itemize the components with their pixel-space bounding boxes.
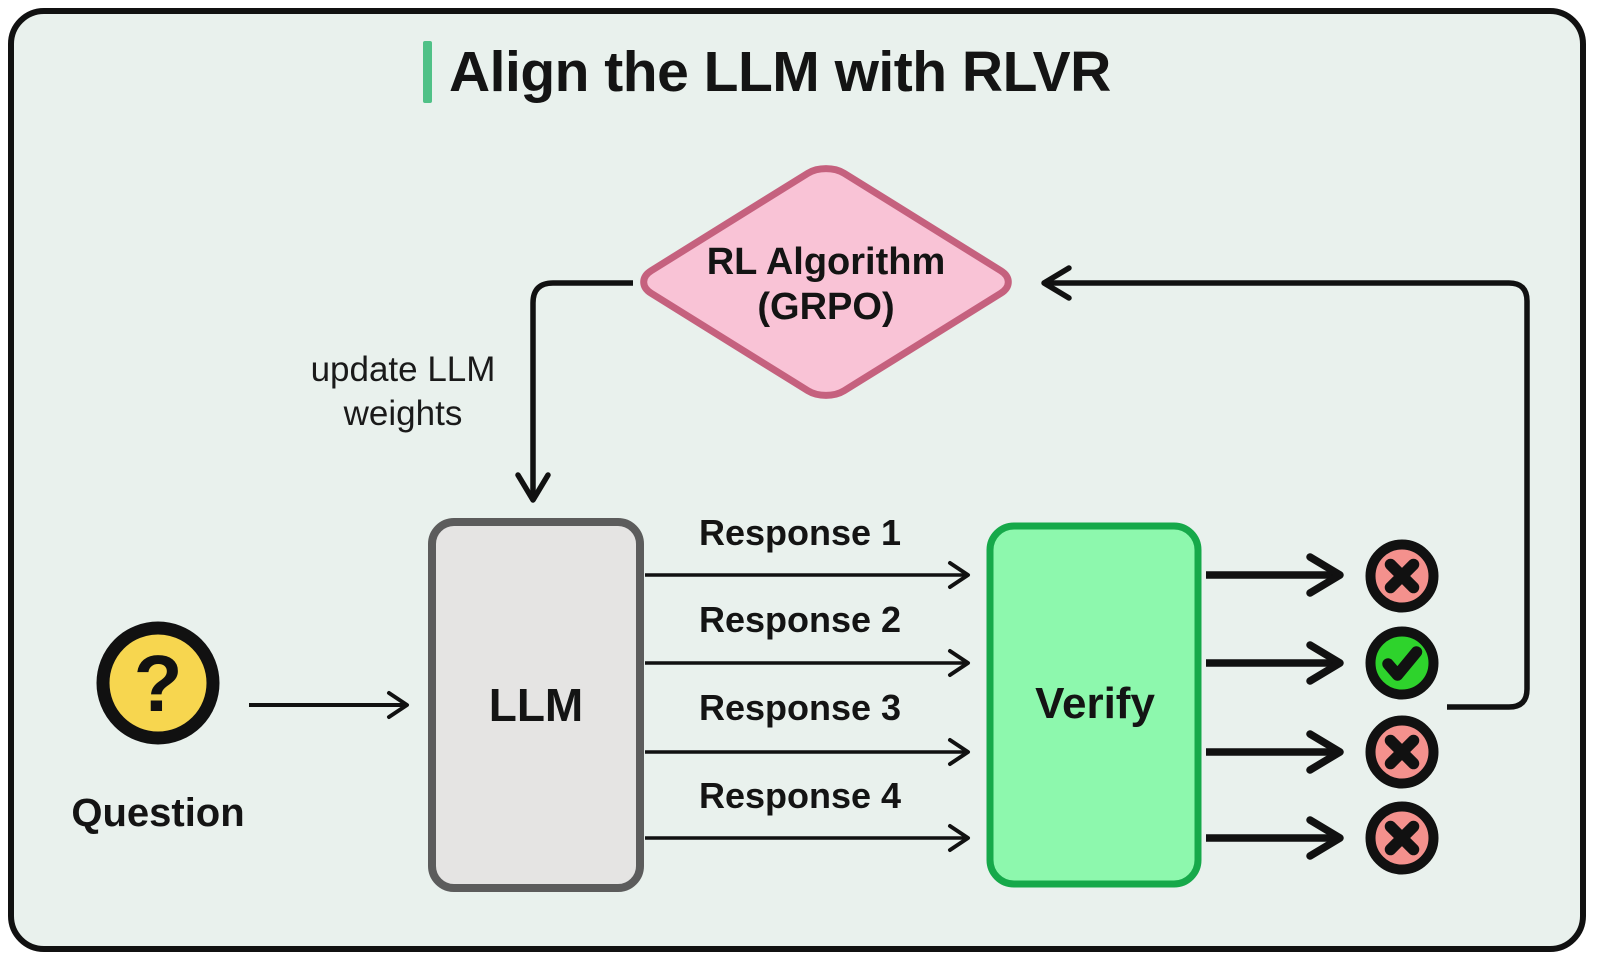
rl-algorithm-label-line1: RL Algorithm bbox=[706, 241, 946, 283]
title-block: Align the LLM with RLVR bbox=[423, 36, 1111, 108]
rl-algorithm-node bbox=[633, 162, 1019, 402]
result-2-check-icon bbox=[1365, 626, 1439, 700]
title-accent-bar bbox=[423, 41, 432, 103]
verify-label: Verify bbox=[1035, 679, 1155, 728]
response-1-label: Response 1 bbox=[698, 512, 902, 553]
result-1-cross-icon bbox=[1365, 539, 1439, 613]
feedback-to-rl-arrow bbox=[1041, 265, 1530, 710]
response-4-label: Response 4 bbox=[698, 775, 902, 816]
llm-label: LLM bbox=[488, 679, 584, 731]
update-weights-label-line1: update LLM bbox=[310, 350, 496, 389]
question-label: Question bbox=[71, 790, 245, 835]
response-3-label: Response 3 bbox=[698, 687, 902, 728]
question-mark-glyph: ? bbox=[134, 639, 183, 728]
verify-node bbox=[986, 522, 1202, 888]
update-weights-arrow bbox=[515, 280, 633, 503]
question-icon: ? bbox=[96, 621, 220, 745]
rl-algorithm-label-line2: (GRPO) bbox=[757, 285, 895, 328]
update-weights-label: update LLM weights bbox=[278, 348, 528, 436]
page-title: Align the LLM with RLVR bbox=[449, 40, 1111, 104]
response-2-label: Response 2 bbox=[698, 599, 902, 640]
update-weights-label-line2: weights bbox=[343, 394, 463, 434]
llm-node bbox=[428, 518, 644, 892]
result-3-cross-icon bbox=[1365, 715, 1439, 789]
diagram-frame bbox=[8, 8, 1586, 952]
result-4-cross-icon bbox=[1365, 801, 1439, 875]
rl-algorithm-label: RL Algorithm (GRPO) bbox=[666, 240, 986, 330]
